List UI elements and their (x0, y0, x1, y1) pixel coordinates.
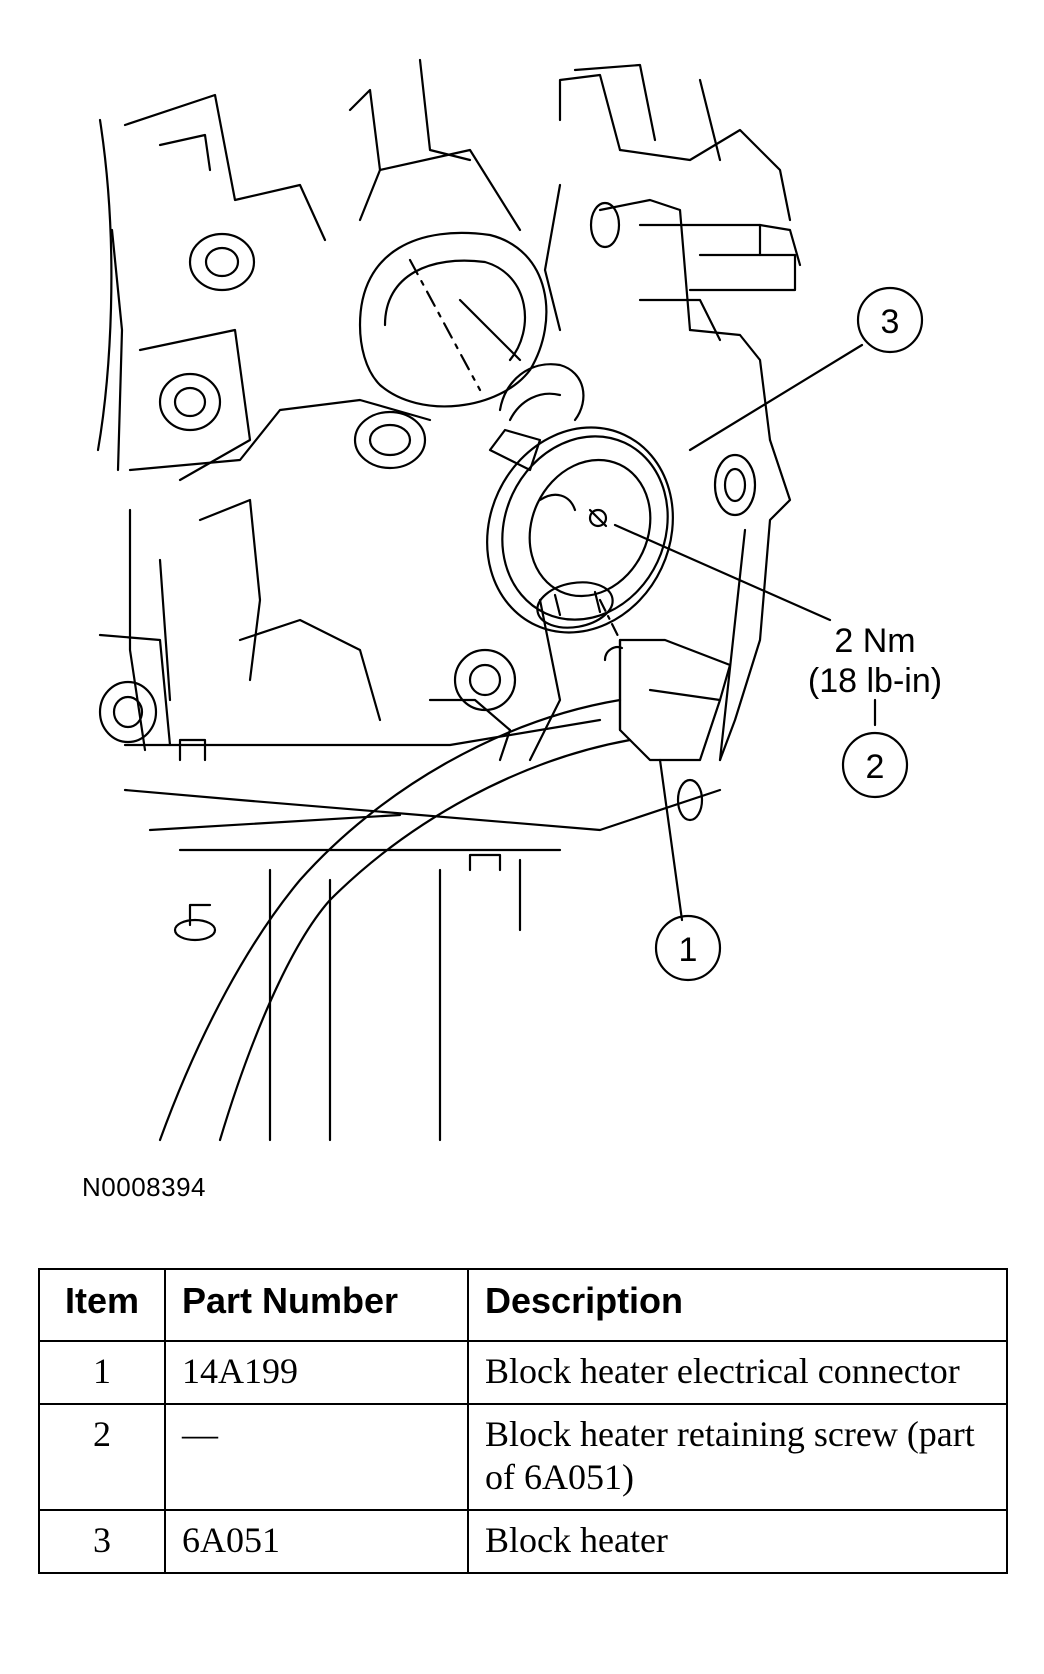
engine-block-illustration: 3 2 1 2 Nm (18 lb-in) (96, 58, 942, 1142)
callout-3-label: 3 (881, 303, 900, 341)
header-part-number: Part Number (164, 1268, 469, 1342)
core-plug-bore (358, 231, 548, 408)
cell-item: 1 (38, 1340, 166, 1405)
callout-circle-3 (856, 286, 924, 354)
cell-description: Block heater retaining screw (part of 6A… (467, 1403, 1008, 1511)
block-heater-diagram: 3 2 1 2 Nm (18 lb-in) (96, 58, 942, 1142)
cell-description: Block heater electrical connector (467, 1340, 1008, 1405)
engine-block-outline (96, 58, 802, 1142)
cell-part-number: — (164, 1403, 469, 1511)
leader-lines (613, 343, 877, 922)
block-heater-element (486, 363, 674, 634)
torque-spec-nm: 2 Nm (834, 622, 915, 660)
cell-part-number: 6A051 (164, 1509, 469, 1574)
table-row: 3 6A051 Block heater (38, 1509, 1008, 1574)
callout-2-label: 2 (866, 748, 885, 786)
cell-part-number: 14A199 (164, 1340, 469, 1405)
header-description: Description (467, 1268, 1008, 1342)
figure-id: N0008394 (82, 1172, 206, 1202)
callout-1-label: 1 (679, 931, 698, 969)
parts-table: Item Part Number Description 1 14A199 Bl… (38, 1268, 1008, 1574)
table-row: 2 — Block heater retaining screw (part o… (38, 1403, 1008, 1511)
electrical-connector (598, 598, 732, 762)
torque-spec-lbin: (18 lb-in) (808, 662, 942, 700)
block-bosses (98, 201, 757, 942)
heater-cord (158, 698, 632, 1142)
cell-description: Block heater (467, 1509, 1008, 1574)
header-item: Item (38, 1268, 166, 1342)
cell-item: 2 (38, 1403, 166, 1511)
callout-circle-2 (841, 731, 909, 799)
table-row: 1 14A199 Block heater electrical connect… (38, 1340, 1008, 1405)
callout-circle-1 (654, 914, 722, 982)
table-header-row: Item Part Number Description (38, 1268, 1008, 1342)
cell-item: 3 (38, 1509, 166, 1574)
